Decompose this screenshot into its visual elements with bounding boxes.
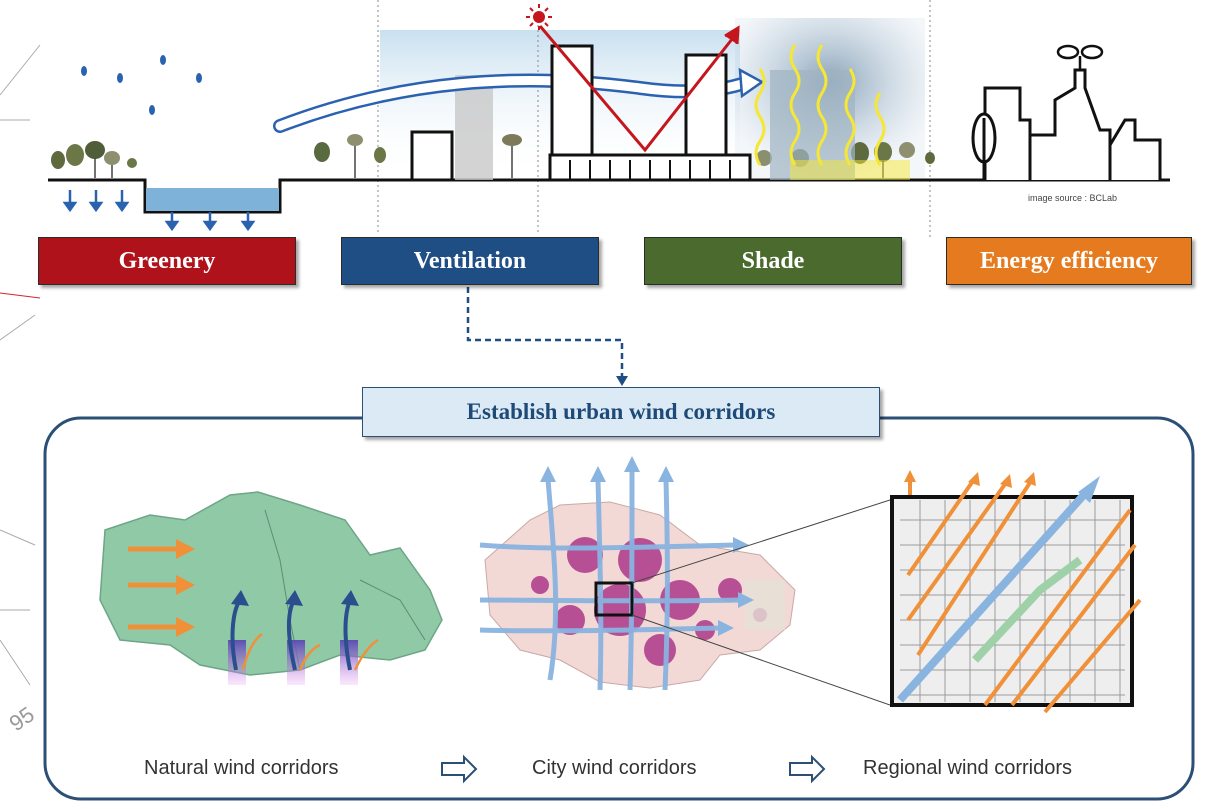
step-arrow-2 <box>789 754 826 784</box>
regional-blue-corridor <box>897 476 1100 703</box>
regional-orange-heads <box>904 470 1036 488</box>
category-greenery: Greenery <box>38 237 296 285</box>
category-energy-efficiency: Energy efficiency <box>946 237 1192 285</box>
ventilation-connector <box>466 287 624 378</box>
stage-city-label: City wind corridors <box>532 757 697 779</box>
connector-arrowhead <box>616 376 628 386</box>
category-shade: Shade <box>644 237 902 285</box>
stage-natural-label: Natural wind corridors <box>144 757 339 779</box>
svg-text:95: 95 <box>5 702 39 737</box>
raindrop-icon <box>81 55 202 115</box>
stage-regional-label: Regional wind corridors <box>863 757 1072 779</box>
left-edge-sketch: 95 <box>0 44 41 737</box>
focus-title: Establish urban wind corridors <box>362 387 880 437</box>
section-dividers <box>377 0 931 240</box>
sun-icon <box>526 4 552 30</box>
infiltration-arrows <box>62 190 256 232</box>
heat-waves <box>754 44 886 166</box>
buildings-energy <box>983 68 1162 180</box>
sprout-icon <box>1056 44 1104 70</box>
zoom-lines <box>631 499 891 706</box>
sun-rays <box>538 25 740 153</box>
natural-orange-arrows <box>128 546 178 630</box>
leaf-icon <box>971 112 997 180</box>
city-focus-square <box>594 581 634 617</box>
category-ventilation: Ventilation <box>341 237 599 285</box>
buildings-shade <box>548 44 910 182</box>
image-source-note: image source : BCLab <box>1028 193 1118 203</box>
natural-orange-heads <box>176 539 195 637</box>
natural-rising-winds <box>228 590 379 685</box>
buildings-ventilation <box>410 75 493 182</box>
pond-water <box>146 188 279 211</box>
step-arrow-1 <box>441 754 478 784</box>
